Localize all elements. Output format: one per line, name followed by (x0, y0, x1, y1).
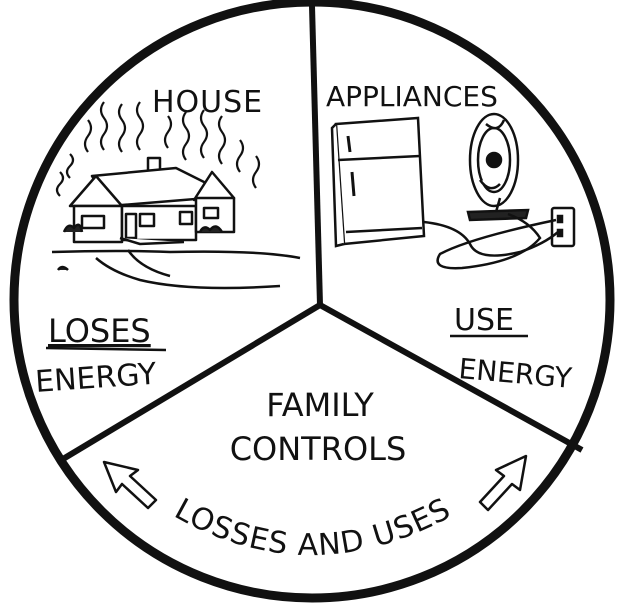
outlet-icon (550, 206, 576, 248)
divider-right (318, 302, 584, 453)
house-object: ENERGY (34, 357, 158, 400)
appliances-title: APPLIANCES (326, 80, 498, 113)
divider-left (56, 302, 322, 465)
heat-waves-icon (55, 101, 261, 197)
house-verb: LOSES (48, 312, 151, 350)
divider-top (309, 5, 323, 306)
family-line2: CONTROLS (230, 430, 407, 468)
house-icon (51, 156, 301, 290)
family-line1: FAMILY (266, 386, 374, 424)
fan-icon (466, 112, 530, 222)
house-segment: HOUSE (34, 85, 301, 400)
house-title: HOUSE (152, 85, 263, 120)
left-arrow-icon (102, 460, 158, 510)
refrigerator-icon (330, 116, 426, 248)
outer-circle (9, 0, 615, 603)
right-arrow-icon (478, 454, 528, 512)
power-cord-icon (423, 212, 559, 270)
house-verb-underline (45, 346, 167, 352)
appliances-verb: USE (454, 303, 514, 338)
